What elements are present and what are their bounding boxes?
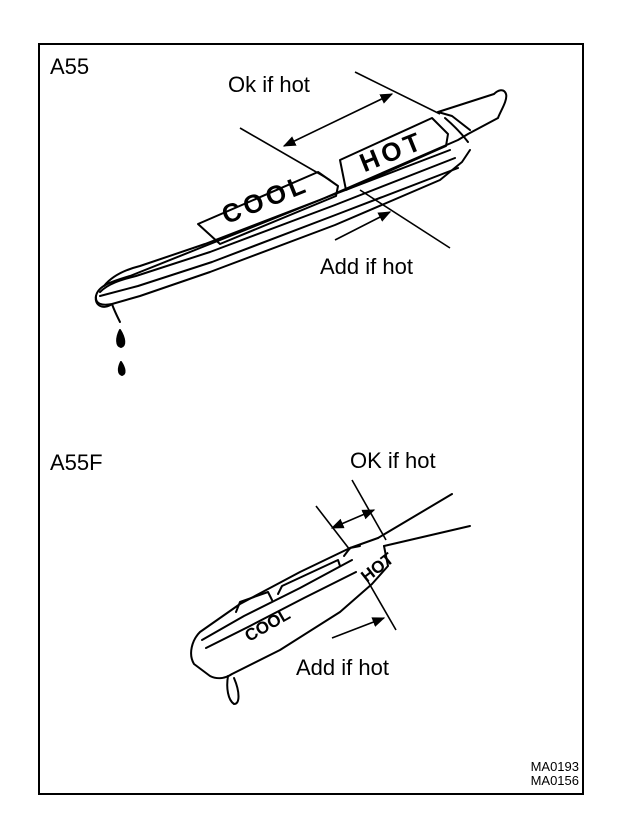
a55f-ok-if-hot-label: OK if hot — [350, 448, 436, 473]
a55f-add-if-hot-label: Add if hot — [296, 655, 389, 680]
a55-add-if-hot-label: Add if hot — [320, 254, 413, 279]
a55-range-lines — [239, 71, 451, 249]
figure-codes: MA0193 MA0156 — [531, 760, 579, 788]
figure-code: MA0193 — [530, 759, 579, 774]
figure-frame — [38, 43, 584, 795]
a55-model-label: A55 — [50, 54, 90, 79]
a55-ok-if-hot-label: Ok if hot — [228, 72, 310, 97]
figure-code: MA0156 — [530, 773, 579, 788]
a55f-model-label: A55F — [50, 450, 103, 475]
a55-dipstick — [94, 89, 508, 376]
a55f-range-lines — [315, 479, 397, 639]
a55f-dipstick — [190, 493, 471, 705]
